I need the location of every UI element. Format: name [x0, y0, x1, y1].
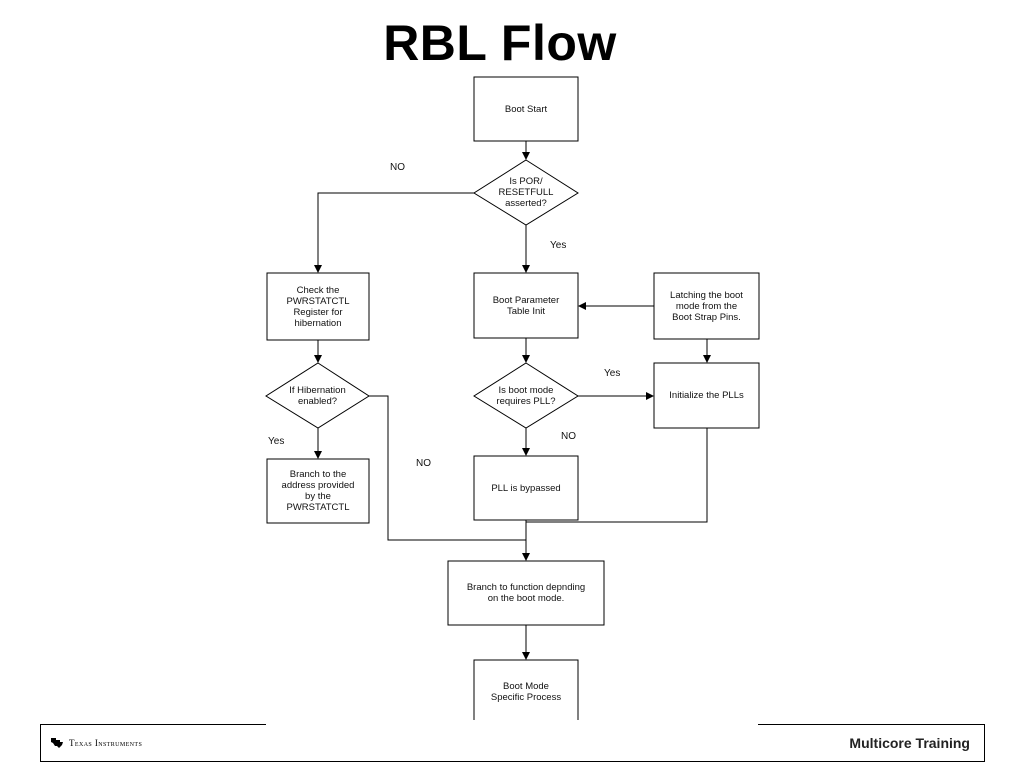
- branch-func-node: Branch to function depnding on the boot …: [466, 582, 586, 604]
- ti-state-icon: [51, 738, 63, 748]
- label-no-por: NO: [390, 162, 405, 173]
- branch-addr-node: Branch to the address provided by the PW…: [281, 469, 355, 513]
- footer-frame: [40, 724, 985, 762]
- ti-logo: Texas Instruments: [50, 737, 142, 749]
- boot-mode-specific-node: Boot Mode Specific Process: [490, 681, 562, 703]
- init-plls-node: Initialize the PLLs: [669, 390, 744, 401]
- boot-param-node: Boot Parameter Table Init: [492, 294, 560, 317]
- boot-pll-node: Is boot mode requires PLL?: [496, 384, 556, 407]
- branch-addr-box: [266, 458, 370, 524]
- label-yes-por: Yes: [550, 240, 567, 251]
- is-por-node: Is POR/ RESETFULL asserted?: [498, 176, 554, 209]
- footer-right-text: Multicore Training: [849, 735, 970, 751]
- footer-frame-gap: [266, 720, 758, 728]
- page-title: RBL Flow: [383, 15, 617, 71]
- hib-enabled-node: If Hibernation enabled?: [289, 384, 346, 407]
- check-pwr-node: Check the PWRSTATCTL Register for hibern…: [286, 284, 350, 329]
- label-no-pll: NO: [561, 431, 576, 442]
- boot-start-node: Boot Start: [504, 103, 548, 115]
- ti-logo-text: Texas Instruments: [69, 738, 143, 748]
- label-no-hib: NO: [416, 458, 431, 469]
- pll-bypass-node: PLL is bypassed: [491, 482, 561, 494]
- label-yes-pll: Yes: [604, 368, 621, 379]
- label-yes-hib: Yes: [268, 436, 285, 447]
- latching-node: Latching the boot mode from the Boot Str…: [670, 289, 743, 323]
